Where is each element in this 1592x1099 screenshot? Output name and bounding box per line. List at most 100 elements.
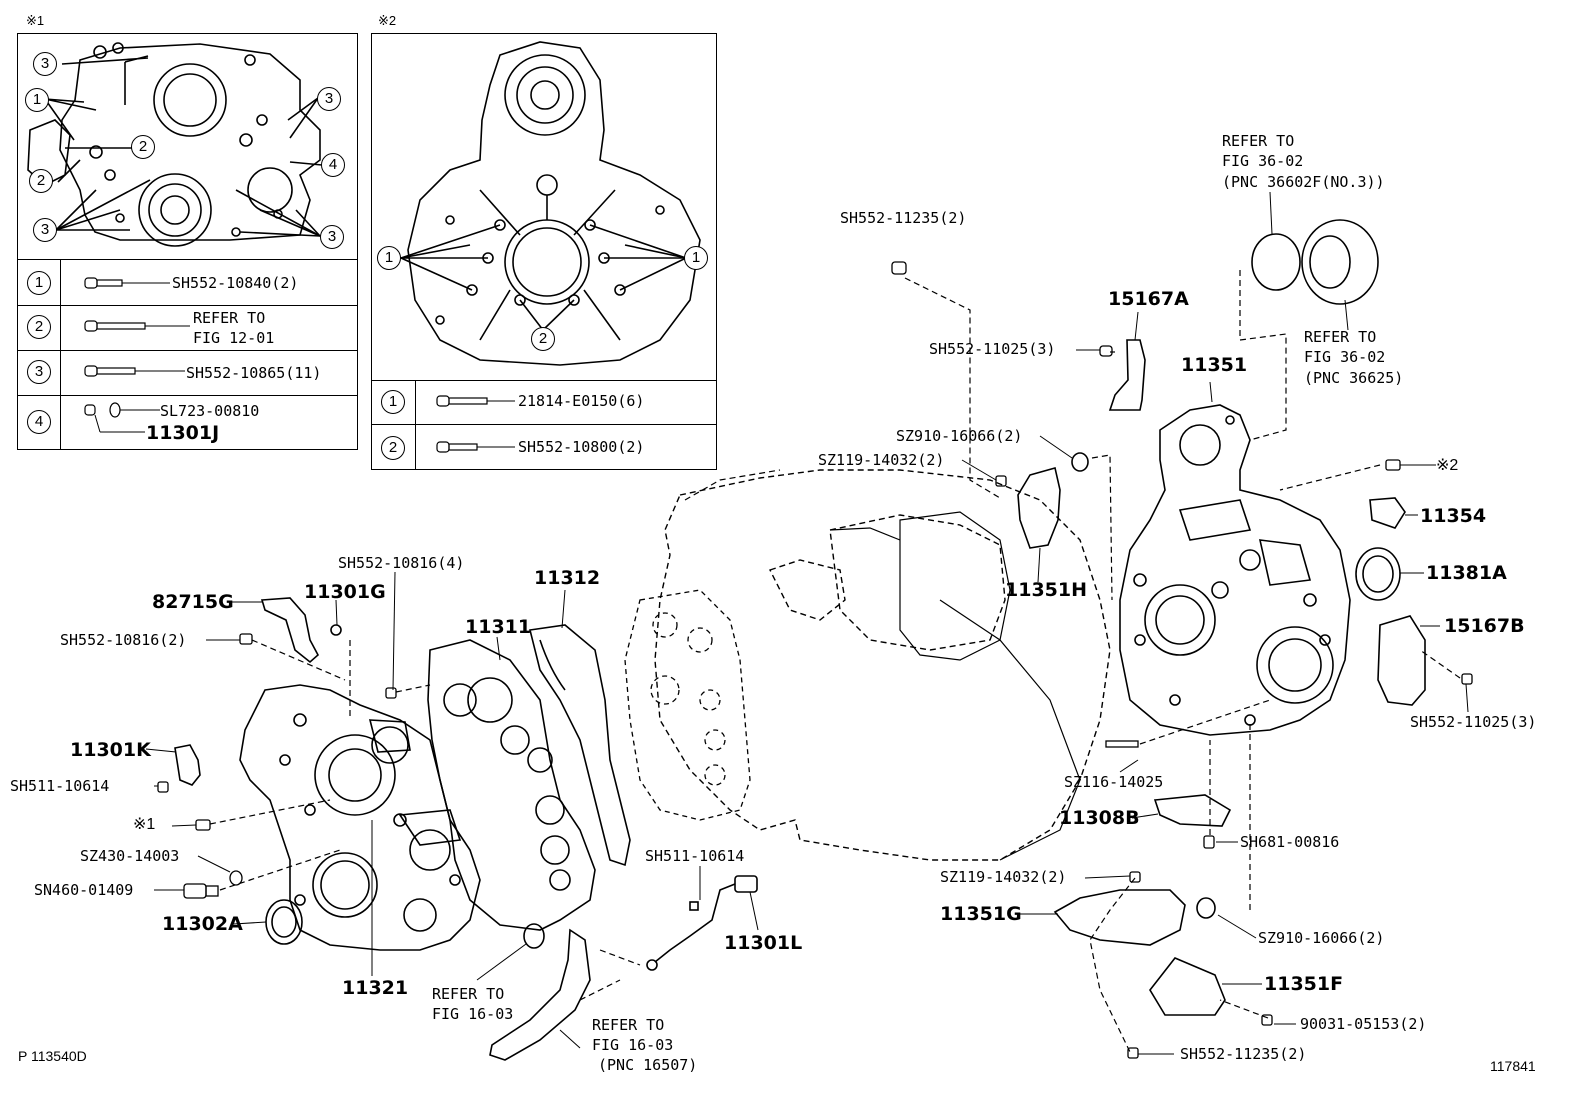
label-sh552-11235-bot: SH552-11235(2) — [1180, 1045, 1307, 1063]
plate-11312 — [529, 624, 631, 867]
inset1-part-number: SH552-10840(2) — [172, 274, 299, 292]
inset1-divider — [17, 259, 358, 260]
label-sh552-10816-2: SH552-10816(2) — [60, 631, 187, 649]
bracket-15167b — [1377, 615, 1426, 706]
label-sn460-01409: SN460-01409 — [34, 881, 134, 899]
inset1-callout: 3 — [33, 52, 57, 76]
label-11351: 11351 — [1181, 354, 1248, 376]
label-sh681-00816: SH681-00816 — [1240, 833, 1340, 851]
oil-seal-11381a — [1355, 547, 1401, 601]
inset1-part-number: SL723-00810 — [160, 402, 260, 420]
inset2-flywheel-housing-drawing — [400, 41, 701, 366]
label-sh552-11025-b: SH552-11025(3) — [1410, 713, 1537, 731]
gasket-11311 — [427, 639, 596, 931]
inset1-row-divider — [17, 305, 358, 306]
inset2-callout: 1 — [377, 246, 401, 270]
label-90031-05153: 90031-05153(2) — [1300, 1015, 1427, 1033]
footer-illustration-id: P 113540D — [18, 1048, 87, 1064]
label-sh552-11235-top: SH552-11235(2) — [840, 209, 967, 227]
label-11351g: 11351G — [940, 903, 1022, 925]
refer-fig-text: FIG 36-02 — [1222, 152, 1304, 170]
inset1-box — [17, 33, 358, 450]
label-sz116-14025: SZ116-14025 — [1064, 773, 1164, 791]
inset1-callout: 2 — [29, 169, 53, 193]
inset2-callout: 1 — [684, 246, 708, 270]
label-11312: 11312 — [534, 567, 601, 589]
label-11301l: 11301L — [724, 932, 803, 954]
refer-to-text: REFER TO — [592, 1016, 665, 1034]
bolt-icons-left — [157, 633, 397, 899]
refer-fig-text: FIG 16-03 — [592, 1036, 674, 1054]
label-15167b: 15167B — [1444, 615, 1525, 637]
label-11381a: 11381A — [1426, 562, 1507, 584]
solid-leaders — [145, 191, 1469, 1055]
inset2-row-divider — [371, 424, 717, 425]
inset1-part-number: SH552-10865(11) — [186, 364, 322, 382]
oil-seal-11302a — [265, 899, 303, 945]
inset1-row-num: 1 — [27, 271, 51, 295]
inset1-callout: 2 — [131, 135, 155, 159]
label-sz119-14032-top: SZ119-14032(2) — [818, 451, 945, 469]
collar-sz910-top — [1071, 452, 1089, 472]
inset2-mark: ※2 — [378, 13, 397, 28]
bracket-11351g — [1053, 889, 1186, 946]
bracket-11351f — [1149, 957, 1226, 1016]
label-sh552-10816-4: SH552-10816(4) — [338, 554, 465, 572]
label-11351f: 11351F — [1264, 973, 1344, 995]
inset1-row-divider — [17, 350, 358, 351]
inset1-mark: ※1 — [26, 13, 45, 28]
label-82715g: 82715G — [152, 591, 234, 613]
inset2-divider — [371, 380, 717, 381]
label-sh511-10614-mid: SH511-10614 — [645, 847, 745, 865]
plate-11308b — [1153, 794, 1232, 827]
footer-page-id: 117841 — [1490, 1058, 1536, 1074]
refer-to-text: REFER TO — [1222, 132, 1295, 150]
inset1-part-number-11301j: 11301J — [146, 422, 220, 444]
engine-block-phantom — [654, 469, 1111, 861]
phantom-leaders — [209, 270, 1461, 1053]
engine-block-outline — [829, 511, 1081, 861]
refer-fig-text: FIG 16-03 — [432, 1005, 514, 1023]
refer-to-text: REFER TO — [1304, 328, 1377, 346]
inset2-part-number: 21814-E0150(6) — [518, 392, 645, 410]
label-11301g: 11301G — [304, 581, 386, 603]
label-sh552-11025-a: SH552-11025(3) — [929, 340, 1056, 358]
inset1-row-num: 3 — [27, 360, 51, 384]
inset2-row-num: 2 — [381, 436, 405, 460]
refer-to-text: REFER TO — [432, 985, 505, 1003]
refer-fig-text: FIG 36-02 — [1304, 348, 1386, 366]
label-mark2-ref: ※2 — [1436, 457, 1459, 474]
bracket-15167a — [1108, 339, 1146, 411]
label-11354: 11354 — [1420, 505, 1487, 527]
refer-pnc-text: (PNC 36625) — [1304, 369, 1404, 387]
sensor-11301l — [646, 875, 758, 971]
inset1-callout: 3 — [317, 87, 341, 111]
inset1-timing-cover-drawing — [27, 42, 323, 247]
refer-pnc-text: (PNC 16507) — [598, 1056, 698, 1074]
inset1-callout: 3 — [320, 225, 344, 249]
inset1-row-divider — [17, 395, 358, 396]
label-mark1-ref: ※1 — [133, 816, 156, 833]
label-11321: 11321 — [342, 977, 409, 999]
hose-fig16-03 — [489, 928, 591, 1061]
inset1-callout: 4 — [321, 153, 345, 177]
inset2-callout: 2 — [531, 327, 555, 351]
inset-leader-lines — [94, 282, 515, 448]
cover-36625 — [1301, 219, 1379, 305]
collar-sz910-bot — [1196, 897, 1216, 919]
label-sz119-14032-bot: SZ119-14032(2) — [940, 868, 1067, 886]
inset1-row-num: 4 — [27, 410, 51, 434]
label-sz430-14003: SZ430-14003 — [80, 847, 180, 865]
inset1-callout: 1 — [25, 88, 49, 112]
refer-pnc-text: (PNC 36602F(NO.3)) — [1222, 173, 1385, 191]
block-front-phantom — [624, 589, 751, 821]
bracket-11351h — [1017, 467, 1061, 549]
label-sz910-16066-bot: SZ910-16066(2) — [1258, 929, 1385, 947]
label-11311: 11311 — [465, 616, 532, 638]
inset1-row-num: 2 — [27, 315, 51, 339]
label-sh511-10614-left: SH511-10614 — [10, 777, 110, 795]
sensor-11301k — [174, 744, 201, 786]
inset1-col-divider — [60, 259, 61, 449]
bracket-82715g — [260, 597, 320, 664]
